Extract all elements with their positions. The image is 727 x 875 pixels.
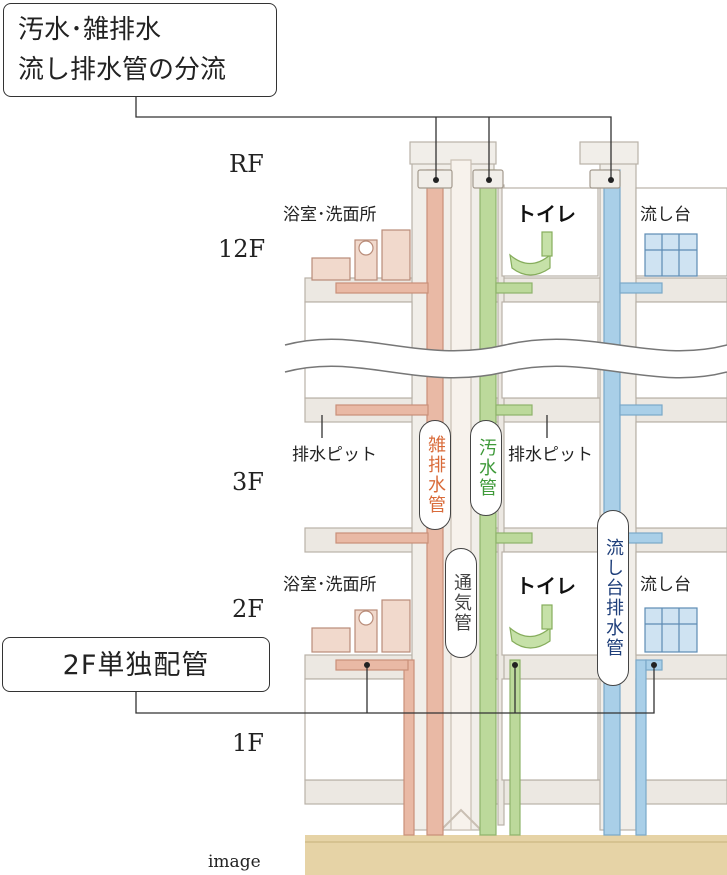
floor-label-3f: 3F xyxy=(232,468,264,496)
pipe-label-sewage: 汚水管 xyxy=(470,420,502,516)
leader-lines xyxy=(135,97,655,714)
bath-fixtures-12 xyxy=(311,229,411,281)
callout-separate-drainage: 汚水･雑排水 流し排水管の分流 xyxy=(3,3,277,97)
room-label-toilet-12: トイレ xyxy=(516,202,576,226)
pit-label-left: 排水ピット xyxy=(292,440,377,465)
pipe-label-kitchen: 流し台排水管 xyxy=(597,510,629,686)
image-caption: image xyxy=(208,852,261,872)
leader-dots xyxy=(364,177,657,668)
callout-line-1: 汚水･雑排水 xyxy=(18,15,162,45)
callout-line-2: 流し排水管の分流 xyxy=(18,55,227,85)
pit-label-right: 排水ピット xyxy=(508,440,593,465)
section-break xyxy=(284,338,727,379)
floor-label-1f: 1F xyxy=(232,729,264,757)
room-label-bath-12: 浴室･洗面所 xyxy=(283,205,377,225)
room-label-toilet-2: トイレ xyxy=(516,574,576,598)
toilet-icon xyxy=(509,604,553,649)
ground xyxy=(305,835,727,875)
pipe-label-gray-water: 雑排水管 xyxy=(419,420,451,530)
callout-2f-independent: 2F単独配管 xyxy=(2,637,270,692)
room-label-kitchen-2: 流し台 xyxy=(640,575,691,595)
kitchen-cabinet-icon xyxy=(644,607,698,653)
kitchen-cabinet-icon xyxy=(644,233,698,277)
floor-label-12f: 12F xyxy=(218,235,266,263)
bath-fixtures-2 xyxy=(311,599,411,653)
floor-label-2f: 2F xyxy=(232,595,264,623)
pipe-label-vent: 通気管 xyxy=(445,548,477,658)
toilet-icon xyxy=(509,231,553,276)
room-label-bath-2: 浴室･洗面所 xyxy=(283,575,377,595)
floor-label-rf: RF xyxy=(229,150,264,178)
room-label-kitchen-12: 流し台 xyxy=(640,205,691,225)
